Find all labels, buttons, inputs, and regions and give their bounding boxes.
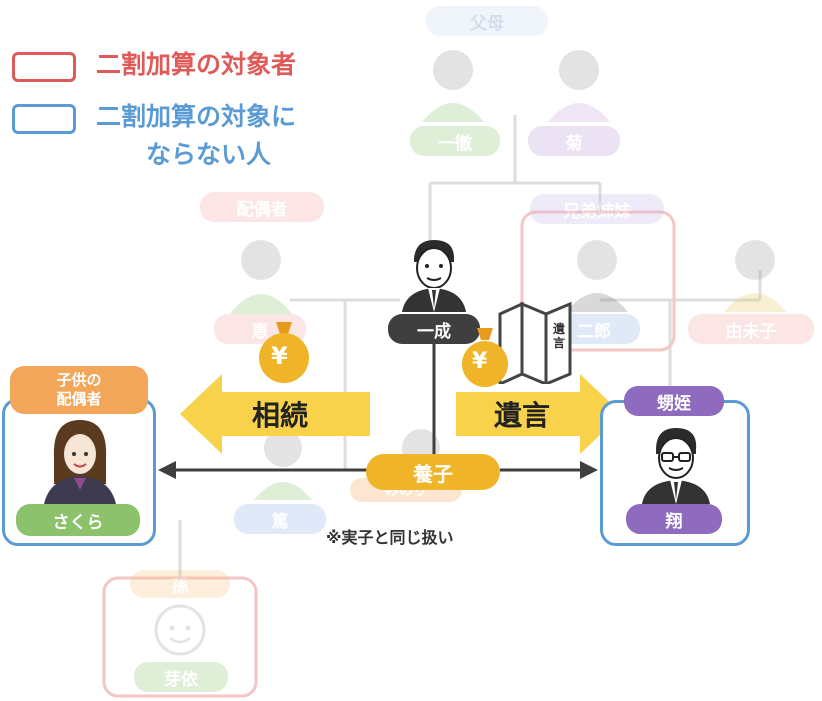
- person-child1: 篤: [234, 504, 326, 534]
- group-label-child-spouse: 子供の 配偶者: [10, 366, 148, 414]
- person-mother: 菊: [528, 126, 620, 156]
- inheritance-label: 相続: [252, 399, 309, 432]
- legend-non-target-label-line1: 二割加算の対象に: [96, 102, 297, 131]
- legend-target-label: 二割加算の対象者: [96, 50, 297, 79]
- inheritance-money-bag-icon: [259, 322, 309, 383]
- adoption-label: 養子: [366, 454, 500, 490]
- nephew-avatar-icon: [642, 428, 710, 504]
- grandchild-avatar-icon: [154, 604, 206, 656]
- will-yen-symbol: ¥: [472, 349, 488, 374]
- deceased-avatar-icon: [402, 240, 466, 312]
- group-label-spouse: 配偶者: [200, 192, 324, 222]
- mother-avatar-icon: [548, 50, 610, 122]
- group-label-child-spouse-line1: 子供の: [56, 371, 102, 389]
- person-deceased: 一成: [388, 314, 480, 344]
- inheritance-arrow: [180, 374, 370, 454]
- adoption-note: ※実子と同じ扱い: [326, 528, 454, 547]
- child1-avatar-icon: [254, 429, 312, 500]
- will-arrow: [456, 374, 622, 454]
- will-document-text: 遺言: [553, 322, 566, 350]
- group-label-siblings: 兄弟姉妹: [530, 194, 664, 224]
- sibling2-avatar-icon: [724, 240, 786, 312]
- group-label-nephew-niece: 甥姪: [624, 386, 724, 416]
- legend-non-target-label-line2: ならない人: [146, 140, 272, 169]
- group-label-parents: 父母: [426, 6, 548, 36]
- group-label-grandchild: 孫: [130, 570, 230, 598]
- person-grandchild: 芽依: [134, 662, 228, 692]
- person-child-spouse: さくら: [16, 504, 140, 536]
- father-avatar-icon: [422, 50, 484, 122]
- will-money-bag-icon: [462, 328, 508, 387]
- person-nephew: 翔: [626, 504, 722, 534]
- will-document-icon: [498, 301, 572, 384]
- will-label: 遺言: [494, 399, 551, 432]
- person-father: 一徹: [410, 126, 500, 156]
- legend-non-target-swatch: [12, 104, 76, 134]
- group-label-child-spouse-line2: 配偶者: [56, 390, 102, 408]
- sibling1-avatar-icon: [566, 240, 628, 312]
- child-spouse-avatar-icon: [44, 420, 116, 504]
- person-sibling2: 由未子: [688, 314, 814, 344]
- inheritance-yen-symbol: ¥: [271, 342, 288, 370]
- legend-target-swatch: [12, 52, 76, 82]
- spouse-avatar-icon: [230, 240, 292, 314]
